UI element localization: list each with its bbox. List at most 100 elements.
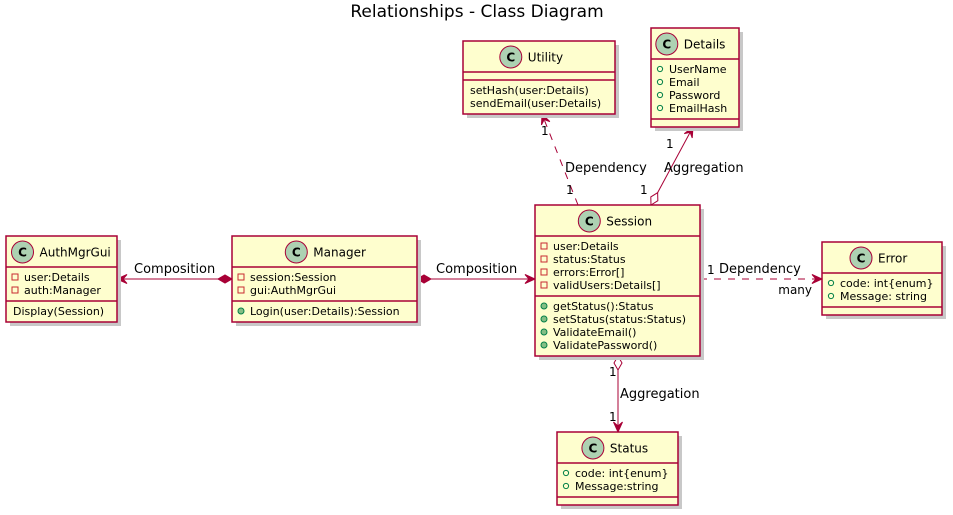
relationship-label: Aggregation (664, 161, 744, 176)
relationship-manager-authmgrgui[interactable]: Composition (115, 262, 234, 284)
class-box (821, 241, 943, 316)
class-layer: C Utility setHash(user:Details)sendEmail(u… (5, 27, 946, 509)
public-circle-icon (540, 302, 548, 310)
source-multiplicity: 1 (640, 183, 648, 197)
class-attribute: Message: string (840, 290, 927, 303)
private-square-icon (11, 286, 19, 294)
public-circle-icon (540, 328, 548, 336)
class-box (556, 431, 679, 506)
class-box (534, 204, 701, 357)
class-method: Login(user:Details):Session (250, 305, 400, 318)
public-circle-icon (827, 279, 835, 287)
class-method: ValidateEmail() (553, 326, 636, 339)
class-attribute: Email (669, 76, 700, 89)
public-circle-icon (656, 65, 664, 73)
relationship-line (541, 113, 579, 206)
relationship-session-details[interactable]: Aggregation 1 1 (640, 125, 744, 206)
public-circle-icon (562, 469, 570, 477)
class-badge-letter: C (857, 252, 866, 266)
class-badge-letter: C (585, 215, 594, 229)
class-method: setHash(user:Details) (470, 84, 589, 97)
class-badge-letter: C (18, 246, 27, 260)
class-circle-c-icon (284, 240, 308, 264)
class-circle-c-icon (849, 246, 873, 270)
class-attribute: user:Details (553, 240, 619, 253)
relationship-label: Composition (134, 262, 215, 277)
public-circle-icon (656, 104, 664, 112)
arrowhead-icon (811, 274, 824, 284)
target-multiplicity: many (778, 283, 812, 297)
class-attribute: session:Session (250, 271, 336, 284)
public-circle-icon (540, 341, 548, 349)
class-attribute: Message:string (575, 480, 659, 493)
target-multiplicity: 1 (541, 124, 549, 138)
target-multiplicity: 1 (609, 410, 617, 424)
class-method: setStatus(status:Status) (553, 313, 686, 326)
class-badge-letter: C (662, 38, 671, 52)
class-method: Display(Session) (13, 305, 104, 318)
source-multiplicity: 1 (609, 365, 617, 379)
private-square-icon (237, 273, 245, 281)
class-error[interactable]: C Error code: int{enum}Message: string (821, 241, 946, 319)
class-badge-letter: C (506, 51, 515, 65)
class-attribute: UserName (669, 63, 727, 76)
class-method: ValidatePassword() (553, 339, 657, 352)
private-square-icon (540, 255, 548, 263)
class-status[interactable]: C Status code: int{enum}Message:string (556, 431, 682, 509)
class-name: Details (684, 38, 726, 52)
class-attribute: code: int{enum} (840, 277, 934, 290)
public-circle-icon (827, 292, 835, 300)
public-circle-icon (656, 91, 664, 99)
class-attribute: code: int{enum} (575, 467, 669, 480)
class-utility[interactable]: C Utility setHash(user:Details)sendEmail(u… (462, 40, 619, 118)
class-method: getStatus():Status (553, 300, 654, 313)
class-name: Manager (313, 246, 366, 260)
public-circle-icon (540, 315, 548, 323)
diagram-title: Relationships - Class Diagram (350, 2, 603, 22)
private-square-icon (540, 281, 548, 289)
class-name: Status (610, 442, 648, 456)
private-square-icon (540, 268, 548, 276)
target-multiplicity: 1 (666, 137, 674, 151)
class-circle-c-icon (655, 32, 679, 56)
relationship-label: Aggregation (620, 387, 700, 402)
class-attribute: errors:Error[] (553, 266, 624, 279)
class-circle-c-icon (499, 45, 523, 69)
relationship-line (657, 126, 694, 193)
public-circle-icon (656, 78, 664, 86)
class-name: Utility (528, 51, 563, 65)
arrowhead-icon (524, 274, 537, 284)
arrowhead-icon (613, 421, 623, 434)
class-name: Session (606, 215, 652, 229)
class-attribute: gui:AuthMgrGui (250, 284, 336, 297)
class-attribute: user:Details (24, 271, 90, 284)
class-box (462, 40, 616, 115)
class-circle-c-icon (581, 436, 605, 460)
composition-diamond-icon (216, 274, 234, 284)
relationship-manager-session[interactable]: Composition (415, 262, 537, 284)
class-authmgrgui[interactable]: C AuthMgrGui user:Detailsauth:ManagerDispl… (5, 235, 121, 326)
class-name: Error (878, 252, 907, 266)
class-name: AuthMgrGui (40, 246, 111, 260)
public-circle-icon (562, 482, 570, 490)
class-badge-letter: C (588, 442, 597, 456)
class-method: sendEmail(user:Details) (470, 97, 601, 110)
class-attribute: auth:Manager (24, 284, 101, 297)
relationship-label: Composition (436, 262, 517, 277)
source-multiplicity: 1 (566, 183, 574, 197)
class-box (231, 235, 418, 323)
public-circle-icon (237, 307, 245, 315)
relationship-session-utility[interactable]: Dependency 1 1 (540, 112, 647, 206)
relationship-label: Dependency (565, 161, 647, 176)
relationship-label: Dependency (719, 262, 801, 277)
class-attribute: Password (669, 89, 720, 102)
private-square-icon (237, 286, 245, 294)
aggregation-diamond-icon (650, 191, 659, 206)
